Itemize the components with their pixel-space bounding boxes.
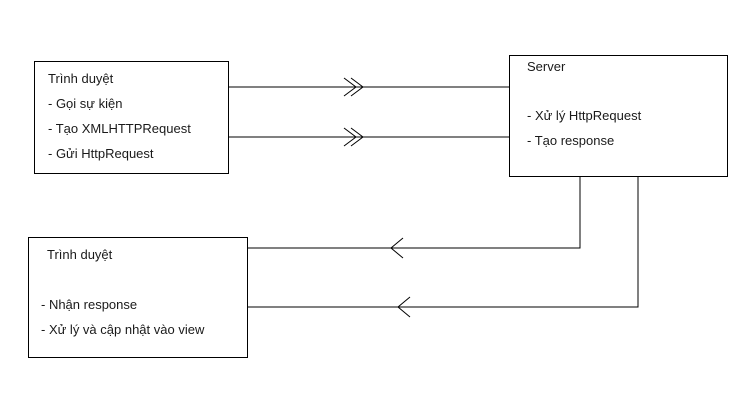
browser-receive-item: - Nhận response bbox=[41, 297, 138, 312]
browser-receive-item: - Xử lý và cập nhật vào view bbox=[41, 322, 205, 337]
arrowhead-left-icon bbox=[390, 237, 404, 259]
double-arrowhead-right-icon bbox=[350, 127, 364, 147]
double-arrowhead-right-icon bbox=[343, 127, 357, 147]
browser-send-item: - Tạo XMLHTTPRequest bbox=[48, 121, 191, 136]
browser-receive-box: Trình duyệt - Nhận response - Xử lý và c… bbox=[28, 237, 248, 358]
double-arrowhead-right-icon bbox=[350, 77, 364, 97]
browser-send-item: - Gửi HttpRequest bbox=[48, 146, 154, 161]
connector-server-to-browser-2 bbox=[248, 177, 639, 308]
server-item: - Tạo response bbox=[527, 133, 615, 148]
browser-send-item: - Gọi sự kiện bbox=[48, 96, 123, 111]
server-box: Server - Xử lý HttpRequest - Tạo respons… bbox=[509, 55, 728, 177]
browser-receive-title: Trình duyệt bbox=[47, 247, 113, 262]
server-item: - Xử lý HttpRequest bbox=[527, 108, 642, 123]
double-arrowhead-right-icon bbox=[343, 77, 357, 97]
arrowhead-left-icon bbox=[397, 296, 411, 318]
connector-server-to-browser-1 bbox=[248, 177, 581, 249]
browser-send-title: Trình duyệt bbox=[48, 71, 114, 86]
browser-send-box: Trình duyệt - Gọi sự kiện - Tạo XMLHTTPR… bbox=[34, 61, 229, 174]
server-title: Server bbox=[527, 59, 566, 74]
